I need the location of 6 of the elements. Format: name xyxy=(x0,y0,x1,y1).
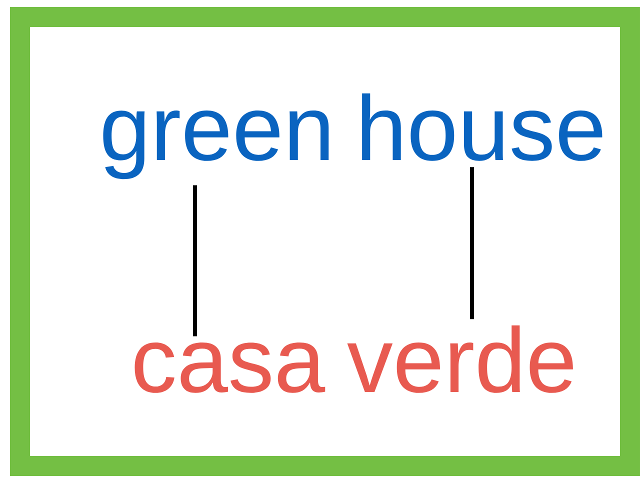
word: casa xyxy=(134,342,326,393)
connector-line xyxy=(470,167,474,320)
word: verde xyxy=(347,325,573,393)
word: green xyxy=(103,110,329,180)
word: house xyxy=(362,93,602,161)
connector-line xyxy=(193,185,197,336)
